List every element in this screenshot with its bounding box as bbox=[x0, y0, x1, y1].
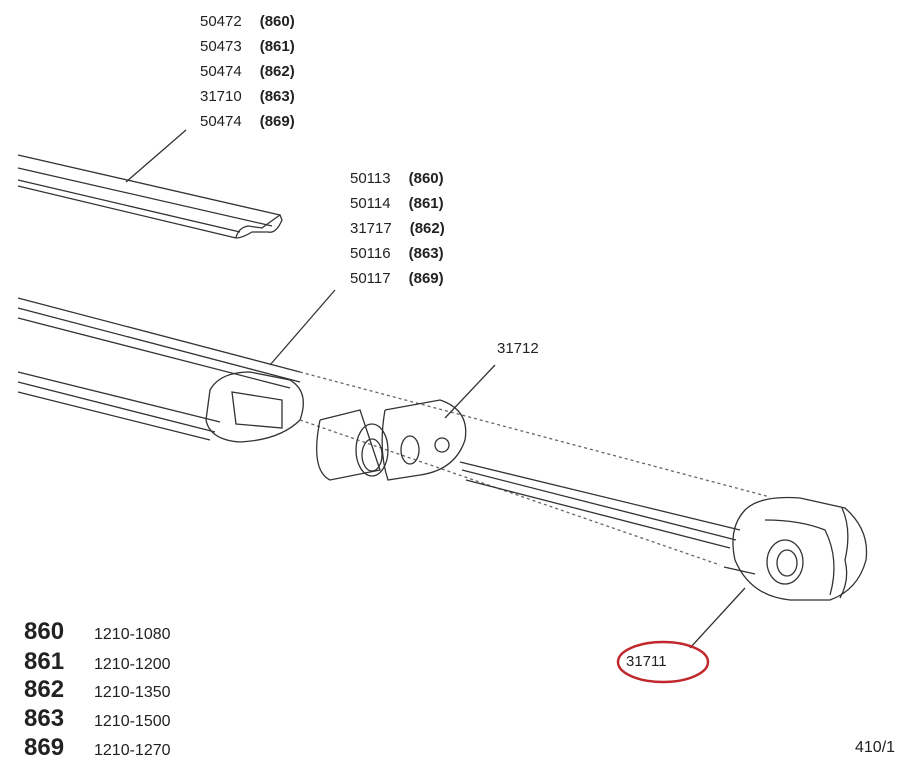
model-code: (862) bbox=[259, 63, 295, 80]
part-entry: 50472 (860) bbox=[200, 13, 295, 30]
part-number: 50116 bbox=[350, 245, 391, 262]
roof-bar-profile bbox=[17, 297, 304, 443]
page-reference: 410/1 bbox=[855, 739, 896, 756]
part-entry: 50473 (861) bbox=[200, 38, 295, 55]
legend-range: 1210-1350 bbox=[94, 684, 171, 701]
legend-row: 861 1210-1200 bbox=[24, 648, 171, 676]
legend-range: 1210-1500 bbox=[94, 713, 171, 730]
model-code: (863) bbox=[259, 88, 295, 105]
legend-row: 869 1210-1270 bbox=[24, 734, 171, 762]
callout-endcap: 31711 bbox=[626, 653, 667, 670]
legend-code: 863 bbox=[24, 705, 65, 732]
leader-line-strip bbox=[125, 129, 187, 183]
insert-31712 bbox=[316, 399, 467, 481]
part-number: 31710 bbox=[200, 88, 242, 105]
part-number: 50474 bbox=[200, 63, 242, 80]
legend-code: 861 bbox=[24, 648, 65, 675]
model-code: (862) bbox=[409, 220, 445, 237]
bar-section bbox=[459, 461, 741, 549]
part-entry: 50113 (860) bbox=[350, 170, 444, 187]
legend-code: 869 bbox=[24, 734, 65, 761]
part-number: 50114 bbox=[350, 195, 391, 212]
legend-range: 1210-1200 bbox=[94, 656, 171, 673]
part-number: 31717 bbox=[350, 220, 392, 237]
part-number: 50473 bbox=[200, 38, 242, 55]
legend-row: 862 1210-1350 bbox=[24, 676, 171, 704]
part-number: 50117 bbox=[350, 270, 391, 287]
part-entry: 50116 (863) bbox=[350, 245, 444, 262]
legend-code: 860 bbox=[24, 618, 65, 645]
highlight-circle bbox=[616, 640, 710, 684]
leader-line-profile bbox=[269, 289, 336, 366]
legend-row: 863 1210-1500 bbox=[24, 705, 171, 733]
part-number: 50472 bbox=[200, 13, 242, 30]
part-entry: 50117 (869) bbox=[350, 270, 444, 287]
model-code: (860) bbox=[259, 13, 295, 30]
model-code: (861) bbox=[259, 38, 295, 55]
model-code: (860) bbox=[408, 170, 444, 187]
legend-row: 860 1210-1080 bbox=[24, 618, 171, 646]
part-number: 50113 bbox=[350, 170, 391, 187]
model-code: (863) bbox=[408, 245, 444, 262]
model-code: (861) bbox=[408, 195, 444, 212]
model-code: (869) bbox=[408, 270, 444, 287]
end-cap-31711 bbox=[723, 496, 868, 601]
part-entry: 31710 (863) bbox=[200, 88, 295, 105]
model-code: (869) bbox=[259, 113, 295, 130]
legend-range: 1210-1270 bbox=[94, 742, 171, 759]
part-entry: 50474 (862) bbox=[200, 63, 295, 80]
leader-line-endcap bbox=[689, 587, 746, 649]
guide-lines bbox=[299, 371, 771, 566]
part-entry: 50474 (869) bbox=[200, 113, 295, 130]
part-number: 50474 bbox=[200, 113, 242, 130]
part-entry: 50114 (861) bbox=[350, 195, 444, 212]
callout-insert: 31712 bbox=[497, 340, 539, 357]
legend-range: 1210-1080 bbox=[94, 626, 171, 643]
part-entry: 31717 (862) bbox=[350, 220, 445, 237]
rubber-strip bbox=[17, 154, 283, 239]
legend-code: 862 bbox=[24, 676, 65, 703]
leader-line-insert bbox=[444, 364, 496, 419]
